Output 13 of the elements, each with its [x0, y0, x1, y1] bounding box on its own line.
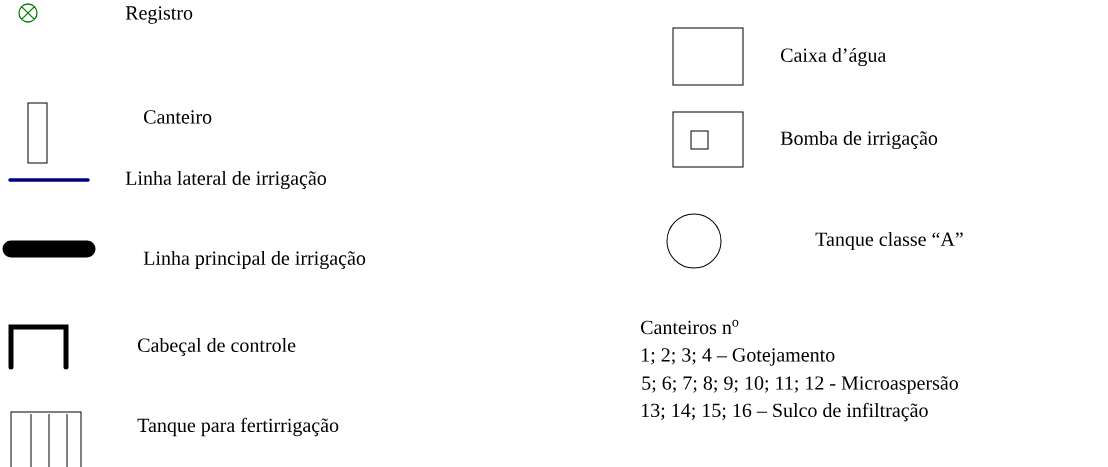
legend-label: Bomba de irrigação	[780, 130, 938, 150]
legend-label: Tanque para fertirrigação	[137, 417, 339, 437]
legend-label: Registro	[125, 6, 193, 24]
legend-label: Cabeçal de controle	[138, 337, 296, 357]
note-text: 5; 6; 7; 8; 9; 10; 11; 12 - Microaspersão	[642, 376, 958, 394]
note-text: Canteiros n$^{o}$	[641, 319, 739, 335]
legend-label: Linha lateral de irrigação	[125, 170, 327, 190]
legend-label: Canteiro	[144, 110, 212, 124]
note-text: 13; 14; 15; 16 – Sulco de infiltração	[641, 402, 928, 422]
legend-label: Caixa d’água	[781, 47, 886, 67]
note-text: 1; 2; 3; 4 – Gotejamento	[641, 348, 835, 366]
legend-label: Linha principal de irrigação	[143, 250, 366, 270]
legend-label: Tanque classe “A”	[815, 231, 963, 251]
